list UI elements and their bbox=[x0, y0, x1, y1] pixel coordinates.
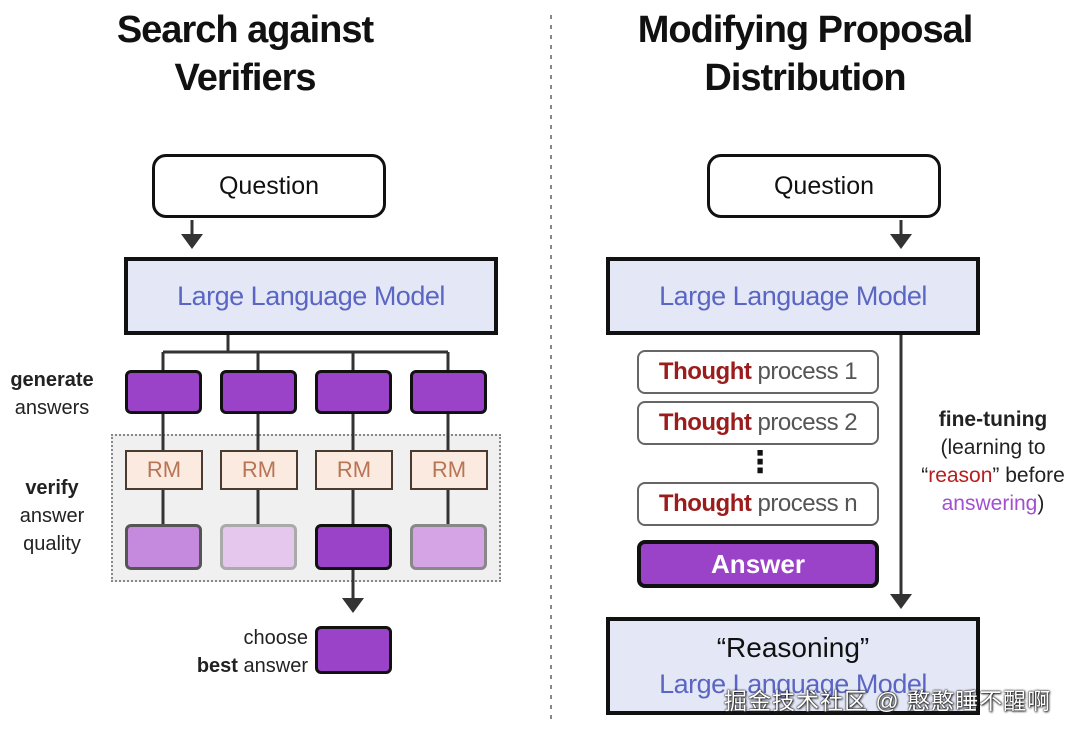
scored-answer-4 bbox=[410, 524, 487, 570]
rm-label-4: RM bbox=[431, 457, 467, 482]
thought-ellipsis: ⋮ bbox=[745, 446, 775, 479]
left-llm-box: Large Language Model bbox=[124, 257, 498, 335]
verify-label-bold: verify bbox=[25, 477, 79, 499]
scored-answer-1 bbox=[125, 524, 202, 570]
thought-n-bold: Thought bbox=[658, 490, 752, 517]
finetune-quote-open: “ bbox=[921, 464, 929, 487]
scored-answer-2 bbox=[220, 524, 297, 570]
generated-answer-2 bbox=[220, 370, 297, 414]
generate-answers-label: generate answers bbox=[0, 366, 104, 422]
right-arrow-head-2 bbox=[890, 594, 912, 609]
right-title: Modifying Proposal Distribution bbox=[610, 6, 1000, 102]
rm-label-2: RM bbox=[241, 457, 277, 482]
right-llm-box: Large Language Model bbox=[606, 257, 980, 335]
right-title-line2: Distribution bbox=[704, 57, 906, 99]
reasoning-subtitle: Large Language Model bbox=[659, 669, 927, 699]
right-arrow-head-1 bbox=[890, 234, 912, 249]
thought-2-rest: process 2 bbox=[757, 409, 858, 436]
left-question-box: Question bbox=[152, 154, 386, 218]
scored-answer-best bbox=[315, 524, 392, 570]
verify-label-line3: quality bbox=[23, 533, 81, 555]
left-question-text: Question bbox=[218, 171, 320, 200]
reasoning-llm-box: “Reasoning” Large Language Model bbox=[606, 617, 980, 715]
choose-label-rest: answer bbox=[243, 655, 308, 677]
left-llm-text: Large Language Model bbox=[177, 280, 445, 311]
fine-tuning-label: fine-tuning (learning to “reason” before… bbox=[906, 406, 1080, 518]
left-title-line2: Verifiers bbox=[174, 57, 317, 99]
choose-label-line1: choose bbox=[243, 627, 309, 649]
finetune-quote-close: ” before bbox=[992, 464, 1065, 487]
finetune-reason-word: reason bbox=[928, 464, 993, 487]
chosen-best-answer bbox=[315, 626, 392, 674]
generate-label-rest: answers bbox=[14, 397, 90, 419]
reasoning-title: “Reasoning” bbox=[716, 632, 870, 663]
thought-1-rest: process 1 bbox=[757, 358, 858, 385]
thought-1-bold: Thought bbox=[658, 358, 752, 385]
left-arrow-head-1 bbox=[181, 234, 203, 249]
rm-label-3: RM bbox=[336, 457, 372, 482]
finetune-answering-word: answering bbox=[941, 492, 1038, 515]
generated-answer-4 bbox=[410, 370, 487, 414]
reward-model-1: RM bbox=[125, 450, 203, 490]
right-llm-text: Large Language Model bbox=[659, 280, 927, 311]
right-question-box: Question bbox=[707, 154, 941, 218]
rm-label-1: RM bbox=[146, 457, 182, 482]
verify-label-line2: answer bbox=[19, 505, 85, 527]
watermark: 掘金技术社区 @ 憨憨睡不醒啊 bbox=[724, 688, 1052, 714]
choose-label-bold: best bbox=[196, 655, 238, 677]
finetune-line2: (learning to bbox=[940, 436, 1046, 459]
answer-box: Answer bbox=[637, 540, 879, 588]
generated-answer-3 bbox=[315, 370, 392, 414]
reward-model-2: RM bbox=[220, 450, 298, 490]
generate-label-bold: generate bbox=[10, 369, 94, 391]
right-title-line1: Modifying Proposal bbox=[637, 9, 974, 51]
verify-quality-label: verify answer quality bbox=[0, 474, 104, 558]
thought-process-2: Thought process 2 bbox=[637, 401, 879, 445]
thought-process-n: Thought process n bbox=[637, 482, 879, 526]
reward-model-3: RM bbox=[315, 450, 393, 490]
thought-process-1: Thought process 1 bbox=[637, 350, 879, 394]
answer-text: Answer bbox=[711, 548, 805, 579]
finetune-paren: ) bbox=[1037, 492, 1045, 515]
left-title: Search against Verifiers bbox=[60, 6, 430, 102]
thought-2-bold: Thought bbox=[658, 409, 752, 436]
thought-n-rest: process n bbox=[757, 490, 858, 517]
left-title-line1: Search against bbox=[116, 9, 374, 51]
finetune-bold: fine-tuning bbox=[938, 408, 1048, 431]
generated-answer-1 bbox=[125, 370, 202, 414]
right-question-text: Question bbox=[773, 171, 875, 200]
left-arrow-head-2 bbox=[342, 598, 364, 613]
reward-model-4: RM bbox=[410, 450, 488, 490]
choose-best-label: choose best answer bbox=[176, 624, 308, 680]
